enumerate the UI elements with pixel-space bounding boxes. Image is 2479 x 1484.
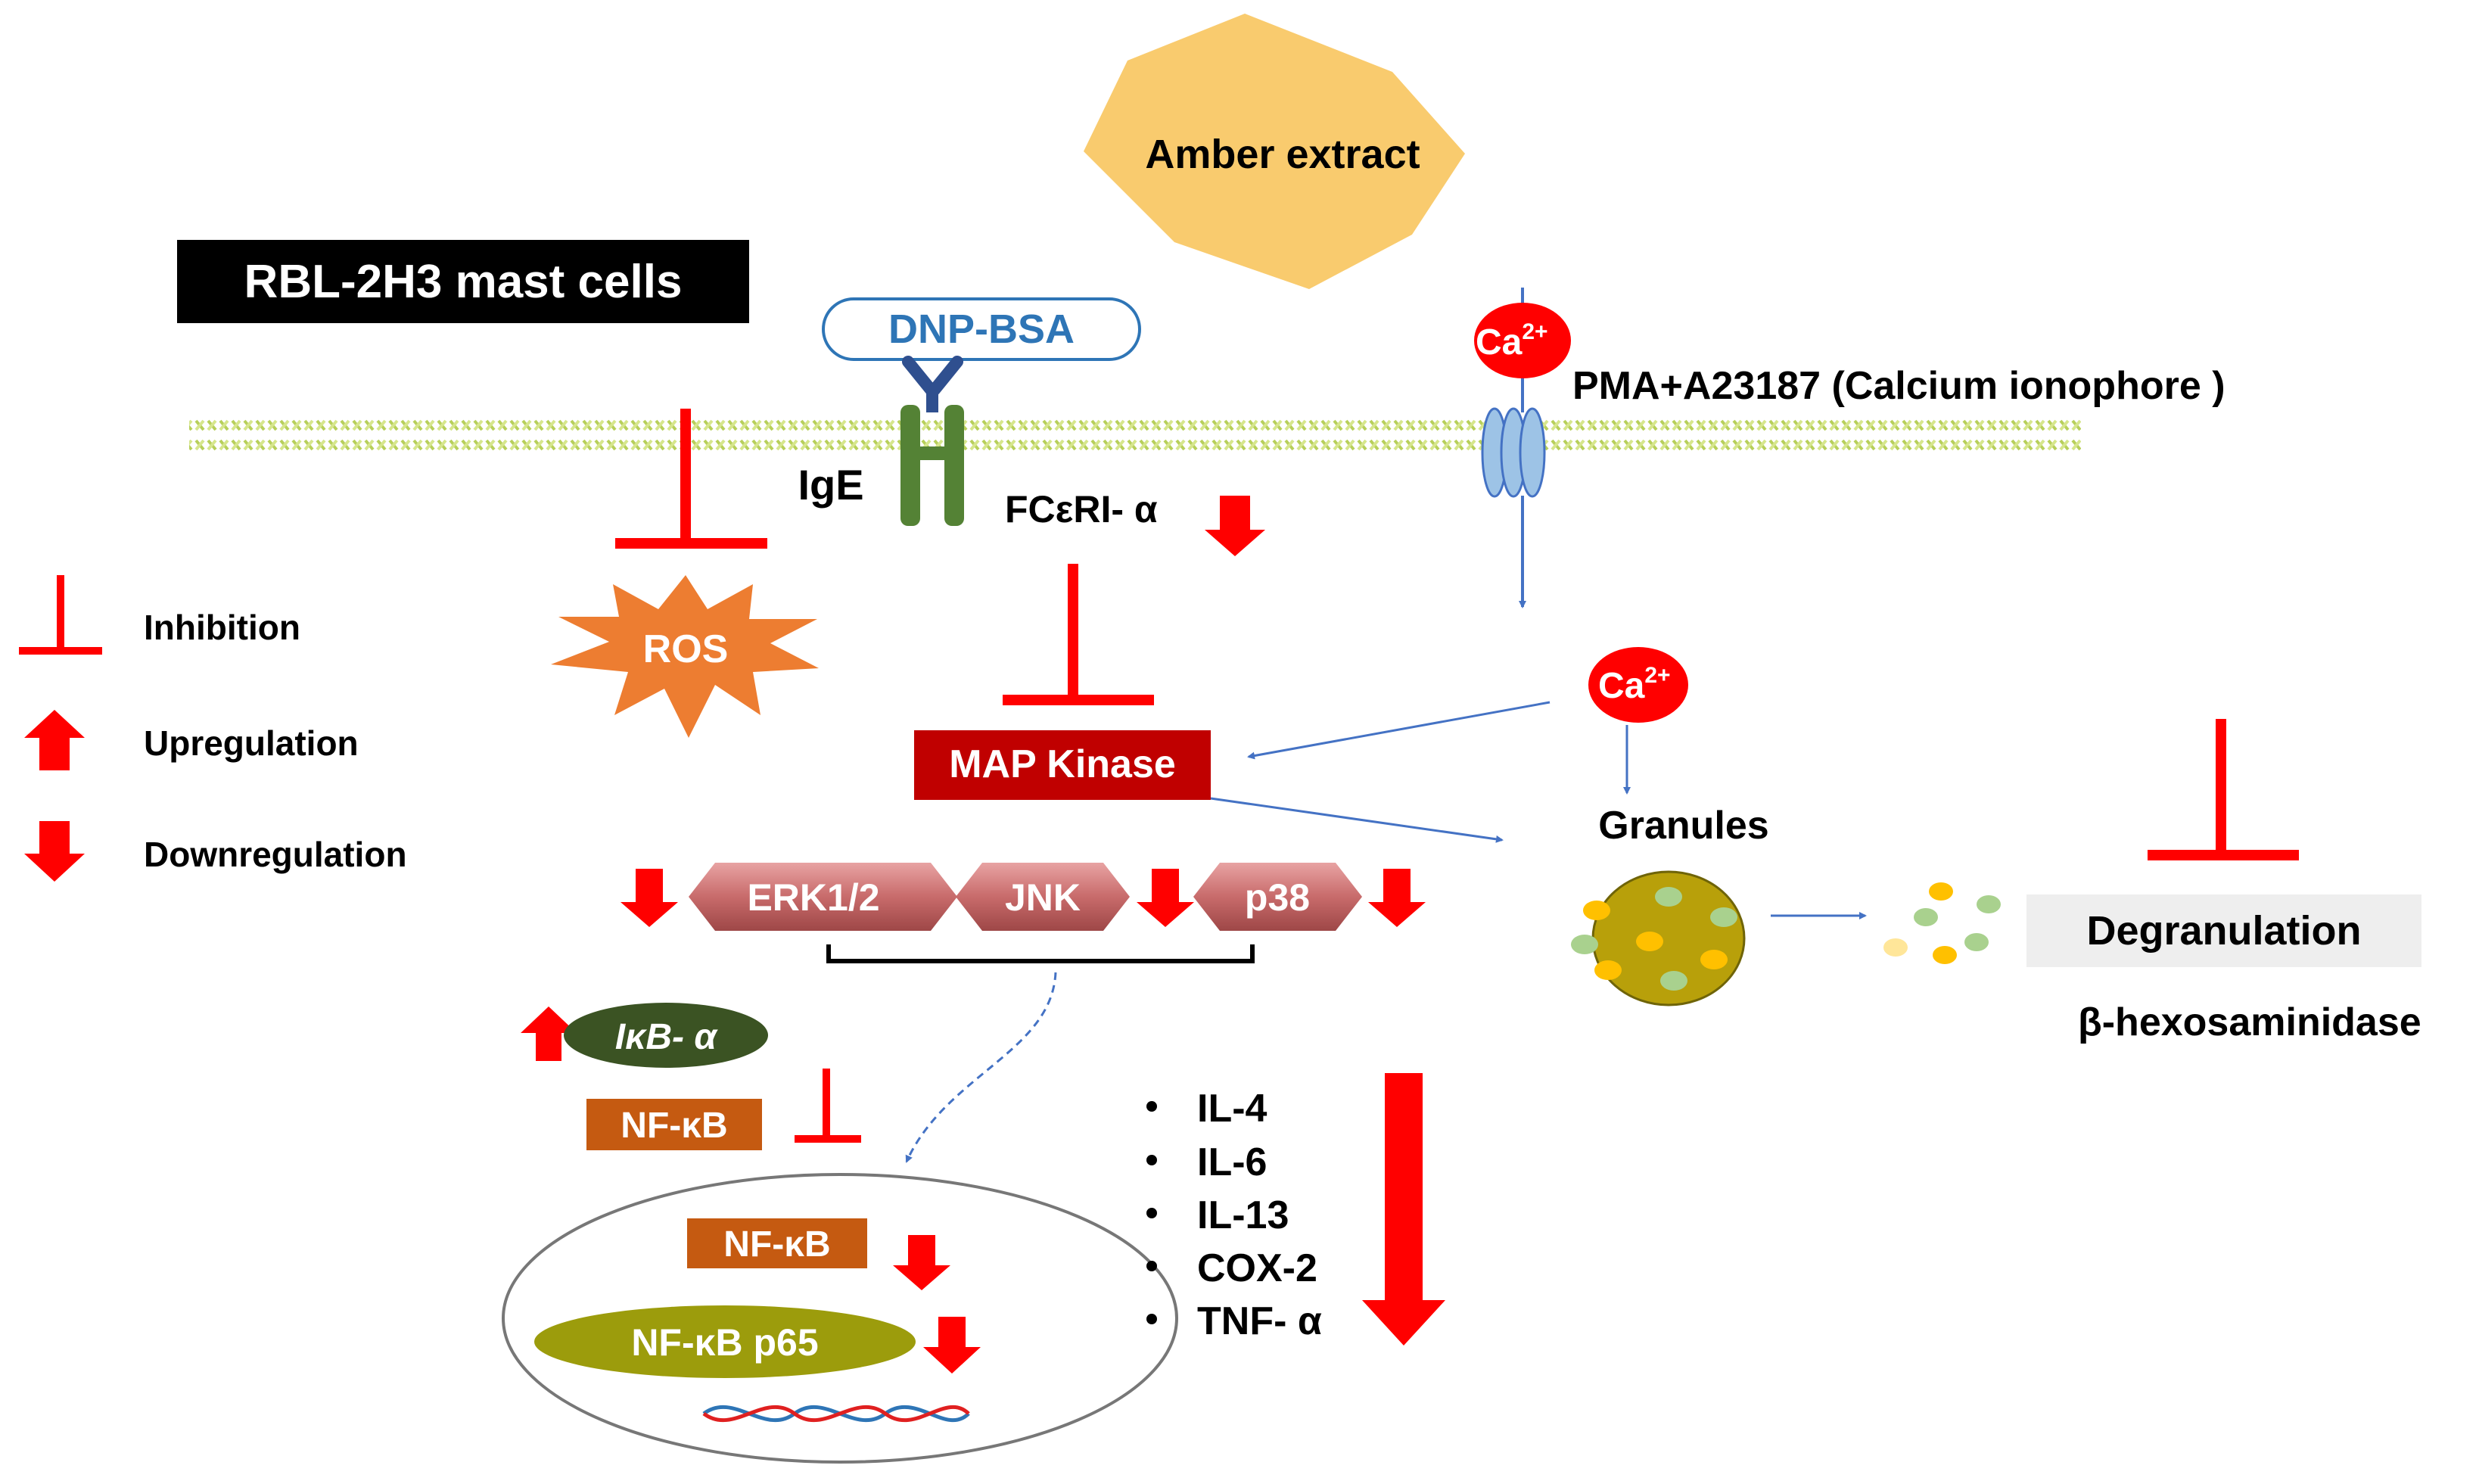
ros-inhibition-symbol (615, 409, 767, 549)
map-kinase-label: MAP Kinase (949, 742, 1176, 786)
legend-inhibition-icon (19, 575, 102, 655)
cytokine-item: TNF- α (1197, 1299, 1322, 1343)
calcium-ion-top-label: Ca2+ (1476, 319, 1548, 362)
fceri-down-arrow-icon (1205, 496, 1265, 556)
degranulation-label: Degranulation (2086, 908, 2361, 954)
released-granules-icon (1883, 882, 2001, 964)
calcium-channel-icon (1481, 407, 1546, 498)
map-kinase-to-granules-arrow (1210, 797, 1504, 843)
p38-down-arrow-icon (1368, 869, 1426, 927)
title-text: RBL-2H3 mast cells (244, 256, 683, 308)
map-kinase-inhibition-symbol (1003, 564, 1154, 705)
nfkb-cytoplasm-box (586, 1099, 762, 1150)
kinase-jnk-shape (956, 863, 1130, 931)
cytokines-down-arrow-icon (1362, 1073, 1445, 1346)
hexosaminidase-label: β-hexosaminidase (2078, 1000, 2421, 1044)
jnk-down-arrow-icon (1137, 869, 1194, 927)
legend-upregulation-label: Upregulation (144, 723, 359, 763)
map-kinase-box (914, 730, 1211, 800)
kinase-p38-label: p38 (1245, 876, 1310, 919)
cytokine-bullet (1146, 1101, 1157, 1112)
cytokine-item: IL-6 (1197, 1140, 1267, 1184)
dnp-bsa-shape (822, 297, 1141, 361)
nfkb-p65-shape (534, 1305, 916, 1378)
calcium-ion-top (1474, 303, 1571, 378)
ige-antibody-icon (902, 356, 963, 412)
kinase-jnk-label: JNK (1005, 876, 1081, 919)
dna-helix-icon (702, 1404, 970, 1423)
nfkb-p65-down-arrow-icon (923, 1317, 981, 1374)
cytokine-bullet (1146, 1208, 1157, 1218)
degranulation-inhibition-symbol (2148, 719, 2299, 860)
ikb-up-arrow-icon (521, 1006, 577, 1061)
cytokine-item: IL-13 (1197, 1193, 1289, 1237)
kinase-to-nucleus-dashed-arrow (905, 972, 1057, 1163)
title-box (177, 240, 749, 323)
fceri-receptor-icon (900, 405, 964, 526)
erk-down-arrow-icon (621, 869, 678, 927)
nfkb-inhibition-symbol (795, 1069, 861, 1143)
nfkb-cytoplasm-label: NF-κB (621, 1106, 727, 1146)
ros-label: ROS (643, 627, 729, 671)
kinase-p38-shape (1193, 863, 1362, 931)
legend-downregulation-label: Downregulation (144, 835, 407, 874)
calcium-ion-cytoplasm-label: Ca2+ (1598, 663, 1671, 706)
dnp-bsa-label: DNP-BSA (888, 306, 1075, 352)
legend-downregulation-icon (24, 821, 85, 882)
nfkb-p65-label: NF-κB p65 (631, 1321, 818, 1364)
ige-label: IgE (798, 461, 863, 509)
ikb-label: IκB- α (615, 1017, 718, 1057)
legend-inhibition-label: Inhibition (144, 608, 300, 647)
degranulation-box (2026, 894, 2421, 967)
cytokine-list: IL-4 IL-6 IL-13 COX-2 TNF- α (1146, 1087, 1322, 1343)
amber-extract-shape (1084, 14, 1465, 289)
cytokine-bullet (1146, 1314, 1157, 1324)
cell-membrane (189, 415, 2081, 463)
ikb-shape (564, 1003, 768, 1068)
calcium-ion-cytoplasm (1588, 647, 1688, 723)
kinase-bracket (826, 944, 1255, 963)
cytokine-item: COX-2 (1197, 1246, 1317, 1290)
calcium-to-map-kinase-arrow (1247, 701, 1551, 760)
cytokine-bullet (1146, 1261, 1157, 1271)
granules-label: Granules (1598, 804, 1768, 848)
nfkb-nucleus-label: NF-κB (723, 1224, 830, 1265)
fceri-label: FCεRI- α (1005, 488, 1158, 530)
cytokine-bullet (1146, 1155, 1157, 1165)
amber-extract-label: Amber extract (1145, 132, 1420, 177)
kinase-erk-shape (689, 863, 957, 931)
granules-vesicle-icon (1571, 870, 1746, 1006)
cytokine-item: IL-4 (1197, 1087, 1267, 1131)
nfkb-nucleus-down-arrow-icon (893, 1235, 950, 1290)
nfkb-nucleus-box (687, 1218, 867, 1268)
ionophore-label: PMA+A23187 (Calcium ionophore ) (1572, 364, 2226, 408)
ros-burst-shape (551, 575, 819, 738)
kinase-erk-label: ERK1/2 (747, 876, 879, 919)
legend-upregulation-icon (24, 710, 85, 770)
